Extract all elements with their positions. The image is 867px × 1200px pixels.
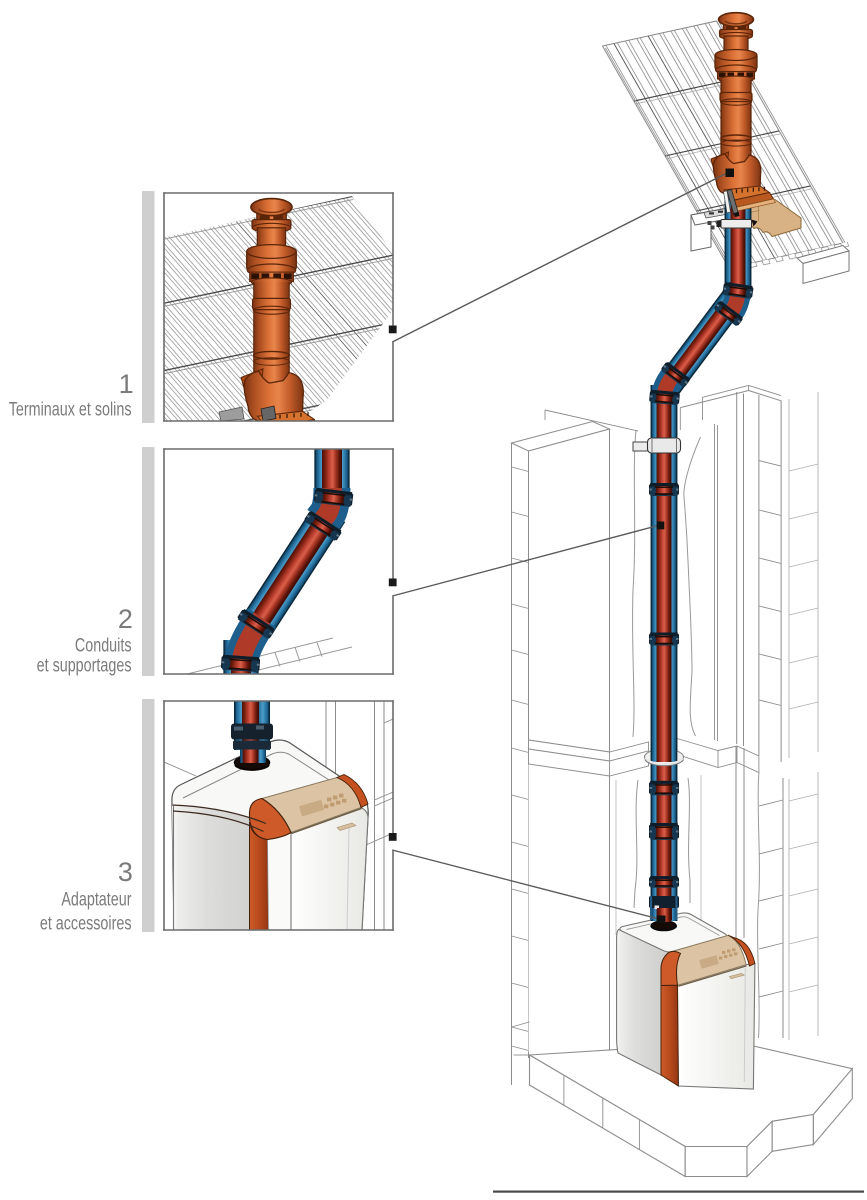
svg-text:3: 3 — [118, 857, 133, 887]
svg-text:et accessoires: et accessoires — [40, 913, 132, 934]
svg-text:et supportages: et supportages — [37, 655, 132, 676]
svg-text:1: 1 — [119, 369, 134, 399]
svg-text:Conduits: Conduits — [75, 634, 132, 655]
svg-text:2: 2 — [118, 604, 133, 634]
svg-text:Adaptateur: Adaptateur — [61, 889, 131, 910]
svg-text:Terminaux et solins: Terminaux et solins — [9, 398, 132, 419]
